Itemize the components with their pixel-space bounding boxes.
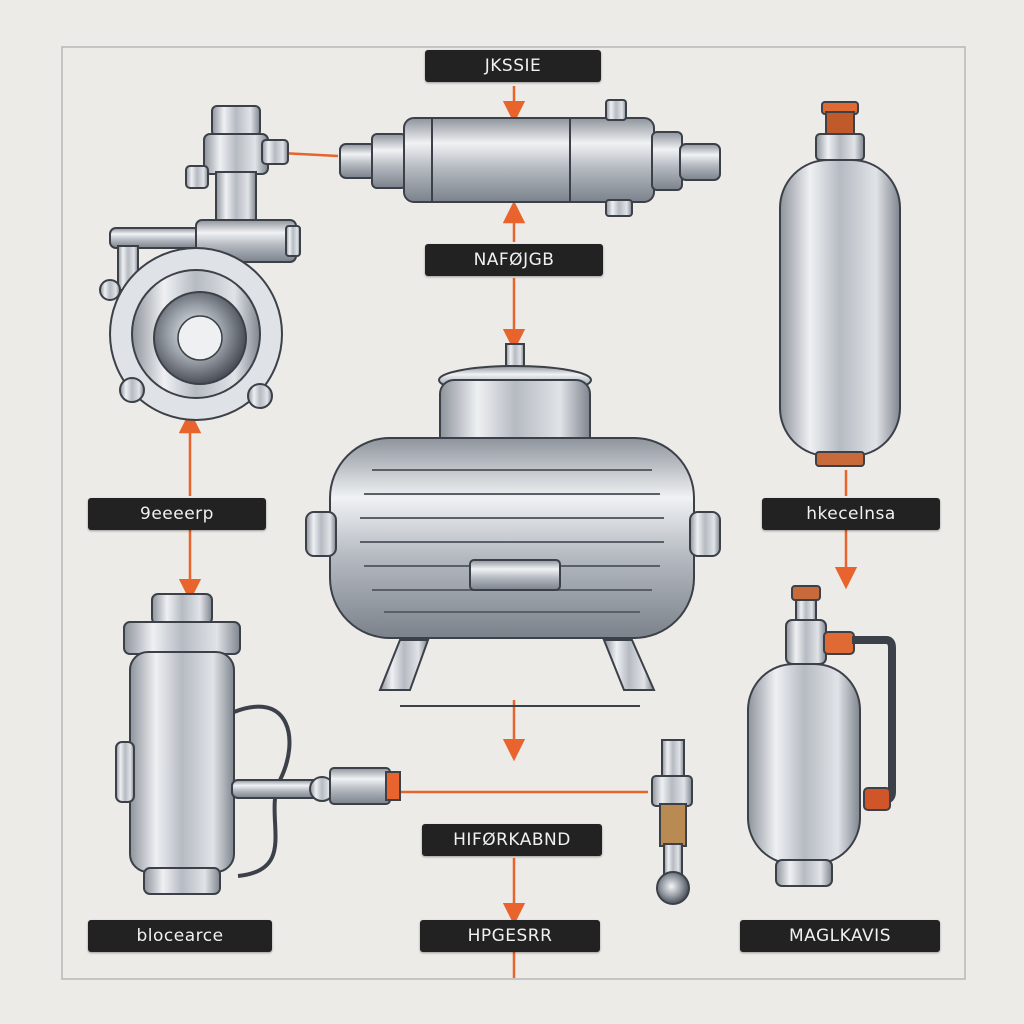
label-left: 9eeeerp	[88, 498, 266, 530]
label-bottom-center: HPGESRR	[420, 920, 600, 952]
diagram-frame	[61, 46, 966, 980]
pump-assembly	[99, 105, 301, 421]
tall-tank	[779, 101, 901, 467]
electric-motor	[305, 343, 721, 707]
connector-arrows	[178, 86, 858, 978]
label-top: JKSSIE	[425, 50, 601, 82]
valve-assembly	[329, 739, 693, 905]
label-upper-center: NAFØJGB	[425, 244, 603, 276]
filter-canister	[115, 593, 335, 895]
horizontal-cylinder	[339, 99, 721, 217]
label-lower-center: HIFØRKABND	[422, 824, 602, 856]
label-bottom-right: MAGLKAVIS	[740, 920, 940, 952]
label-right: hkecelnsa	[762, 498, 940, 530]
small-tank	[747, 585, 896, 887]
label-bottom-left: blocearce	[88, 920, 272, 952]
